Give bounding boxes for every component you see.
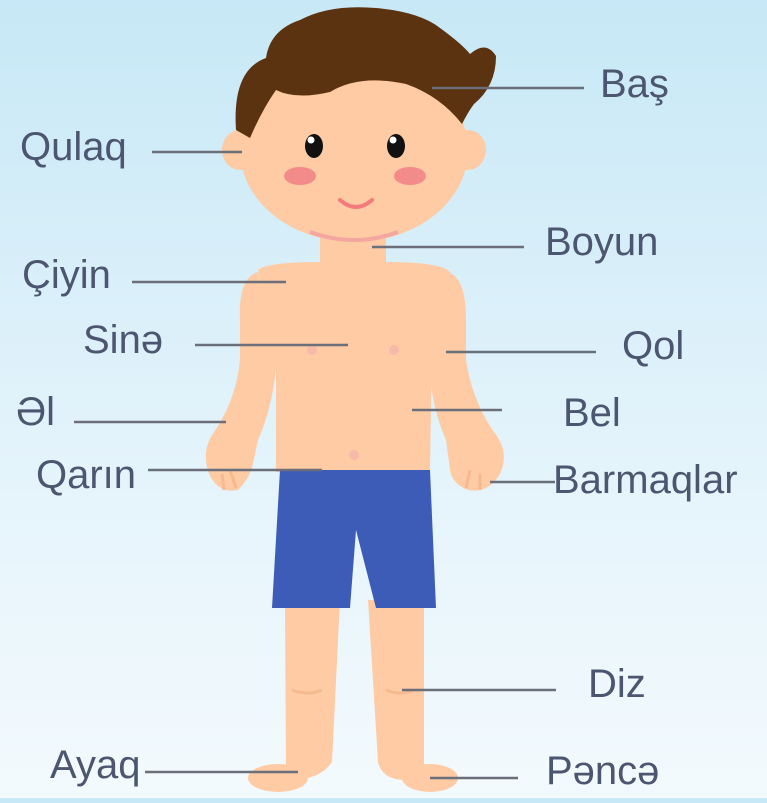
label-boyun: Boyun: [545, 222, 658, 262]
legs: [248, 600, 458, 792]
right-nipple: [389, 345, 399, 355]
label-qarin: Qarın: [36, 455, 136, 495]
label-diz: Diz: [588, 664, 646, 704]
left-eye: [305, 134, 323, 158]
left-cheek: [284, 167, 316, 185]
label-ayaq: Ayaq: [50, 745, 140, 785]
left-foot: [248, 764, 308, 792]
label-el: Əl: [16, 392, 55, 432]
label-barmaqlar: Barmaqlar: [553, 460, 738, 500]
label-qol: Qol: [622, 326, 684, 366]
navel: [349, 450, 359, 460]
right-eye-shine: [390, 137, 397, 144]
torso: [258, 262, 450, 472]
right-cheek: [394, 167, 426, 185]
left-nipple: [307, 345, 317, 355]
label-sine: Sinə: [83, 320, 163, 360]
label-ciyin: Çiyin: [22, 255, 111, 295]
right-eye: [387, 134, 405, 158]
label-pence: Pəncə: [546, 751, 659, 791]
label-bas: Baş: [600, 64, 669, 104]
label-bel: Bel: [563, 393, 621, 433]
shorts: [272, 470, 436, 608]
left-eye-shine: [308, 137, 315, 144]
label-qulaq: Qulaq: [20, 127, 127, 167]
